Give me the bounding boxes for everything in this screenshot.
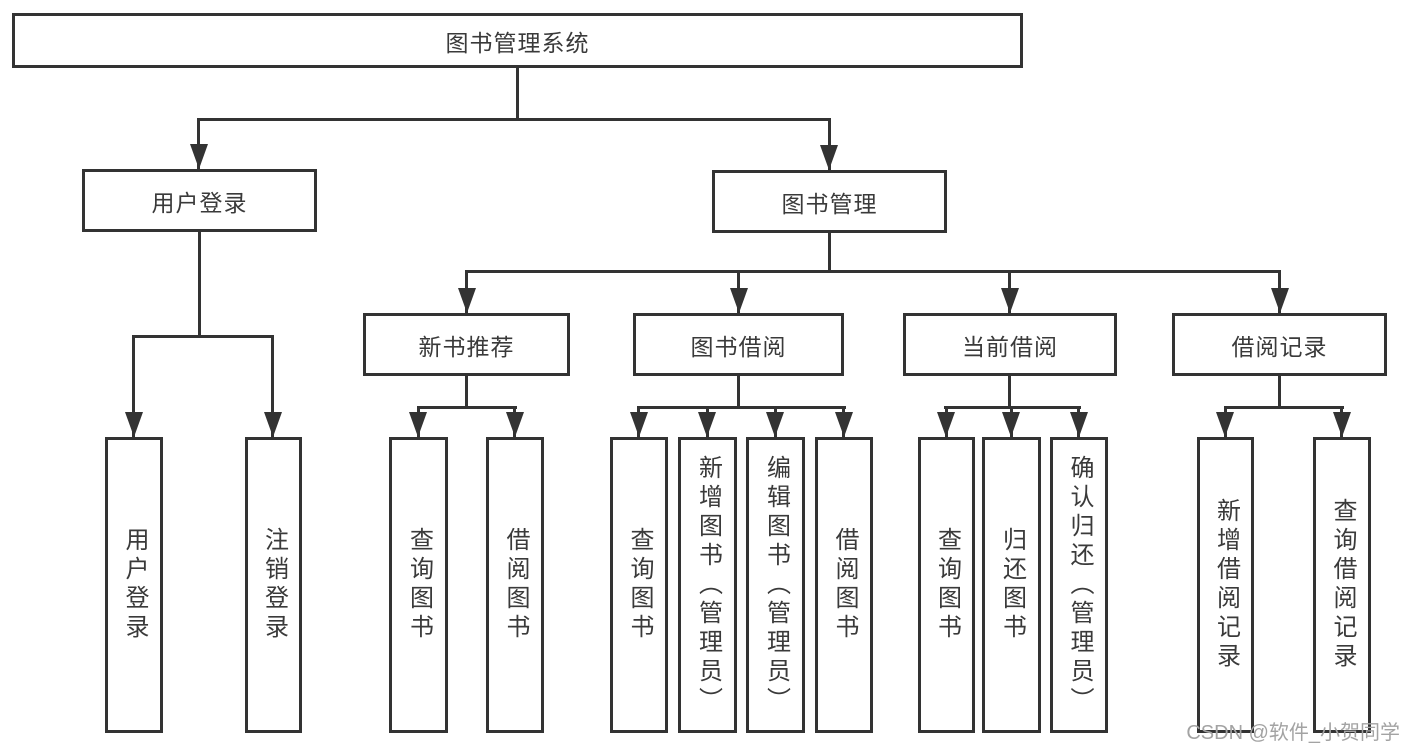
node-book-borrow-label: 图书借阅 xyxy=(690,333,787,360)
leaf-borrow-books: 借阅图书 xyxy=(815,437,873,733)
node-book-mgmt: 图书管理 xyxy=(712,170,947,233)
arrowhead-down-icon xyxy=(630,412,648,437)
connector-borrow-records-branch xyxy=(1224,406,1344,409)
leaf-label: 查询图书 xyxy=(626,527,653,643)
connector-new-book-rec-branch xyxy=(417,406,517,409)
leaf-query-books-rec: 查询图书 xyxy=(389,437,448,733)
arrowhead-down-icon xyxy=(835,412,853,437)
leaf-label: 用户登录 xyxy=(121,527,148,643)
connector-book-mgmt-feed xyxy=(828,233,831,270)
leaf-label: 查询图书 xyxy=(933,527,961,643)
connector-to-user-login xyxy=(197,118,200,169)
leaf-label: 确认归还（管理员） xyxy=(1066,454,1093,716)
node-borrow-records: 借阅记录 xyxy=(1172,313,1387,376)
arrowhead-down-icon xyxy=(1216,412,1234,437)
node-current-borrow-label: 当前借阅 xyxy=(962,333,1058,360)
arrowhead-down-icon xyxy=(766,412,784,437)
leaf-label: 查询图书 xyxy=(405,527,433,643)
connector-root-feed xyxy=(516,66,519,120)
connector-to-leaf xyxy=(271,335,274,437)
node-user-login-label: 用户登录 xyxy=(151,189,248,216)
leaf-query-borrow-record: 查询借阅记录 xyxy=(1313,437,1371,733)
leaf-borrow-books-rec: 借阅图书 xyxy=(486,437,544,733)
connector-book-borrow-feed xyxy=(737,376,740,409)
arrowhead-down-icon xyxy=(1333,412,1351,437)
connector-book-mgmt-branch xyxy=(465,270,1281,273)
node-new-book-rec-label: 新书推荐 xyxy=(418,333,515,360)
connector-user-login-branch xyxy=(132,335,274,338)
connector-new-book-rec-feed xyxy=(465,376,468,409)
arrowhead-down-icon xyxy=(820,145,838,170)
connector-current-borrow-feed xyxy=(1008,376,1011,409)
node-root: 图书管理系统 xyxy=(12,13,1023,68)
arrowhead-down-icon xyxy=(506,412,524,437)
arrowhead-down-icon xyxy=(1271,288,1289,313)
leaf-query-books-current: 查询图书 xyxy=(918,437,975,733)
watermark: CSDN @软件_小贺同学 xyxy=(1186,722,1400,744)
arrowhead-down-icon xyxy=(937,412,955,437)
leaf-label: 新增图书（管理员） xyxy=(694,454,722,716)
connector-to-leaf xyxy=(132,335,135,437)
leaf-logout: 注销登录 xyxy=(245,437,302,733)
leaf-label: 借阅图书 xyxy=(502,527,529,643)
connector-to-book-mgmt xyxy=(828,118,831,170)
node-new-book-rec: 新书推荐 xyxy=(363,313,570,376)
arrowhead-down-icon xyxy=(1002,412,1020,437)
leaf-query-books: 查询图书 xyxy=(610,437,668,733)
leaf-label: 查询借阅记录 xyxy=(1329,498,1356,672)
arrowhead-down-icon xyxy=(730,288,748,313)
leaf-user-login: 用户登录 xyxy=(105,437,163,733)
leaf-label: 注销登录 xyxy=(260,527,288,643)
node-book-borrow: 图书借阅 xyxy=(633,313,844,376)
arrowhead-down-icon xyxy=(409,412,427,437)
node-book-mgmt-label: 图书管理 xyxy=(781,190,878,217)
arrowhead-down-icon xyxy=(698,412,716,437)
arrowhead-down-icon xyxy=(1070,412,1088,437)
leaf-label: 归还图书 xyxy=(998,527,1026,643)
connector-borrow-records-feed xyxy=(1278,376,1281,409)
node-user-login: 用户登录 xyxy=(82,169,317,232)
leaf-label: 借阅图书 xyxy=(831,527,858,643)
leaf-return-books: 归还图书 xyxy=(982,437,1041,733)
node-root-label: 图书管理系统 xyxy=(445,29,590,56)
arrowhead-down-icon xyxy=(264,412,282,437)
leaf-add-books-admin: 新增图书（管理员） xyxy=(678,437,737,733)
node-current-borrow: 当前借阅 xyxy=(903,313,1117,376)
leaf-label: 新增借阅记录 xyxy=(1212,498,1240,672)
arrowhead-down-icon xyxy=(1001,288,1019,313)
arrowhead-down-icon xyxy=(125,412,143,437)
node-borrow-records-label: 借阅记录 xyxy=(1231,333,1328,360)
leaf-add-borrow-record: 新增借阅记录 xyxy=(1197,437,1254,733)
arrowhead-down-icon xyxy=(458,288,476,313)
connector-user-login-feed xyxy=(198,232,201,338)
leaf-confirm-return-admin: 确认归还（管理员） xyxy=(1050,437,1108,733)
arrowhead-down-icon xyxy=(190,144,208,169)
connector-root-branch xyxy=(197,118,831,121)
leaf-label: 编辑图书（管理员） xyxy=(762,454,790,716)
leaf-edit-books-admin: 编辑图书（管理员） xyxy=(746,437,805,733)
connector-book-borrow-branch xyxy=(637,406,846,409)
